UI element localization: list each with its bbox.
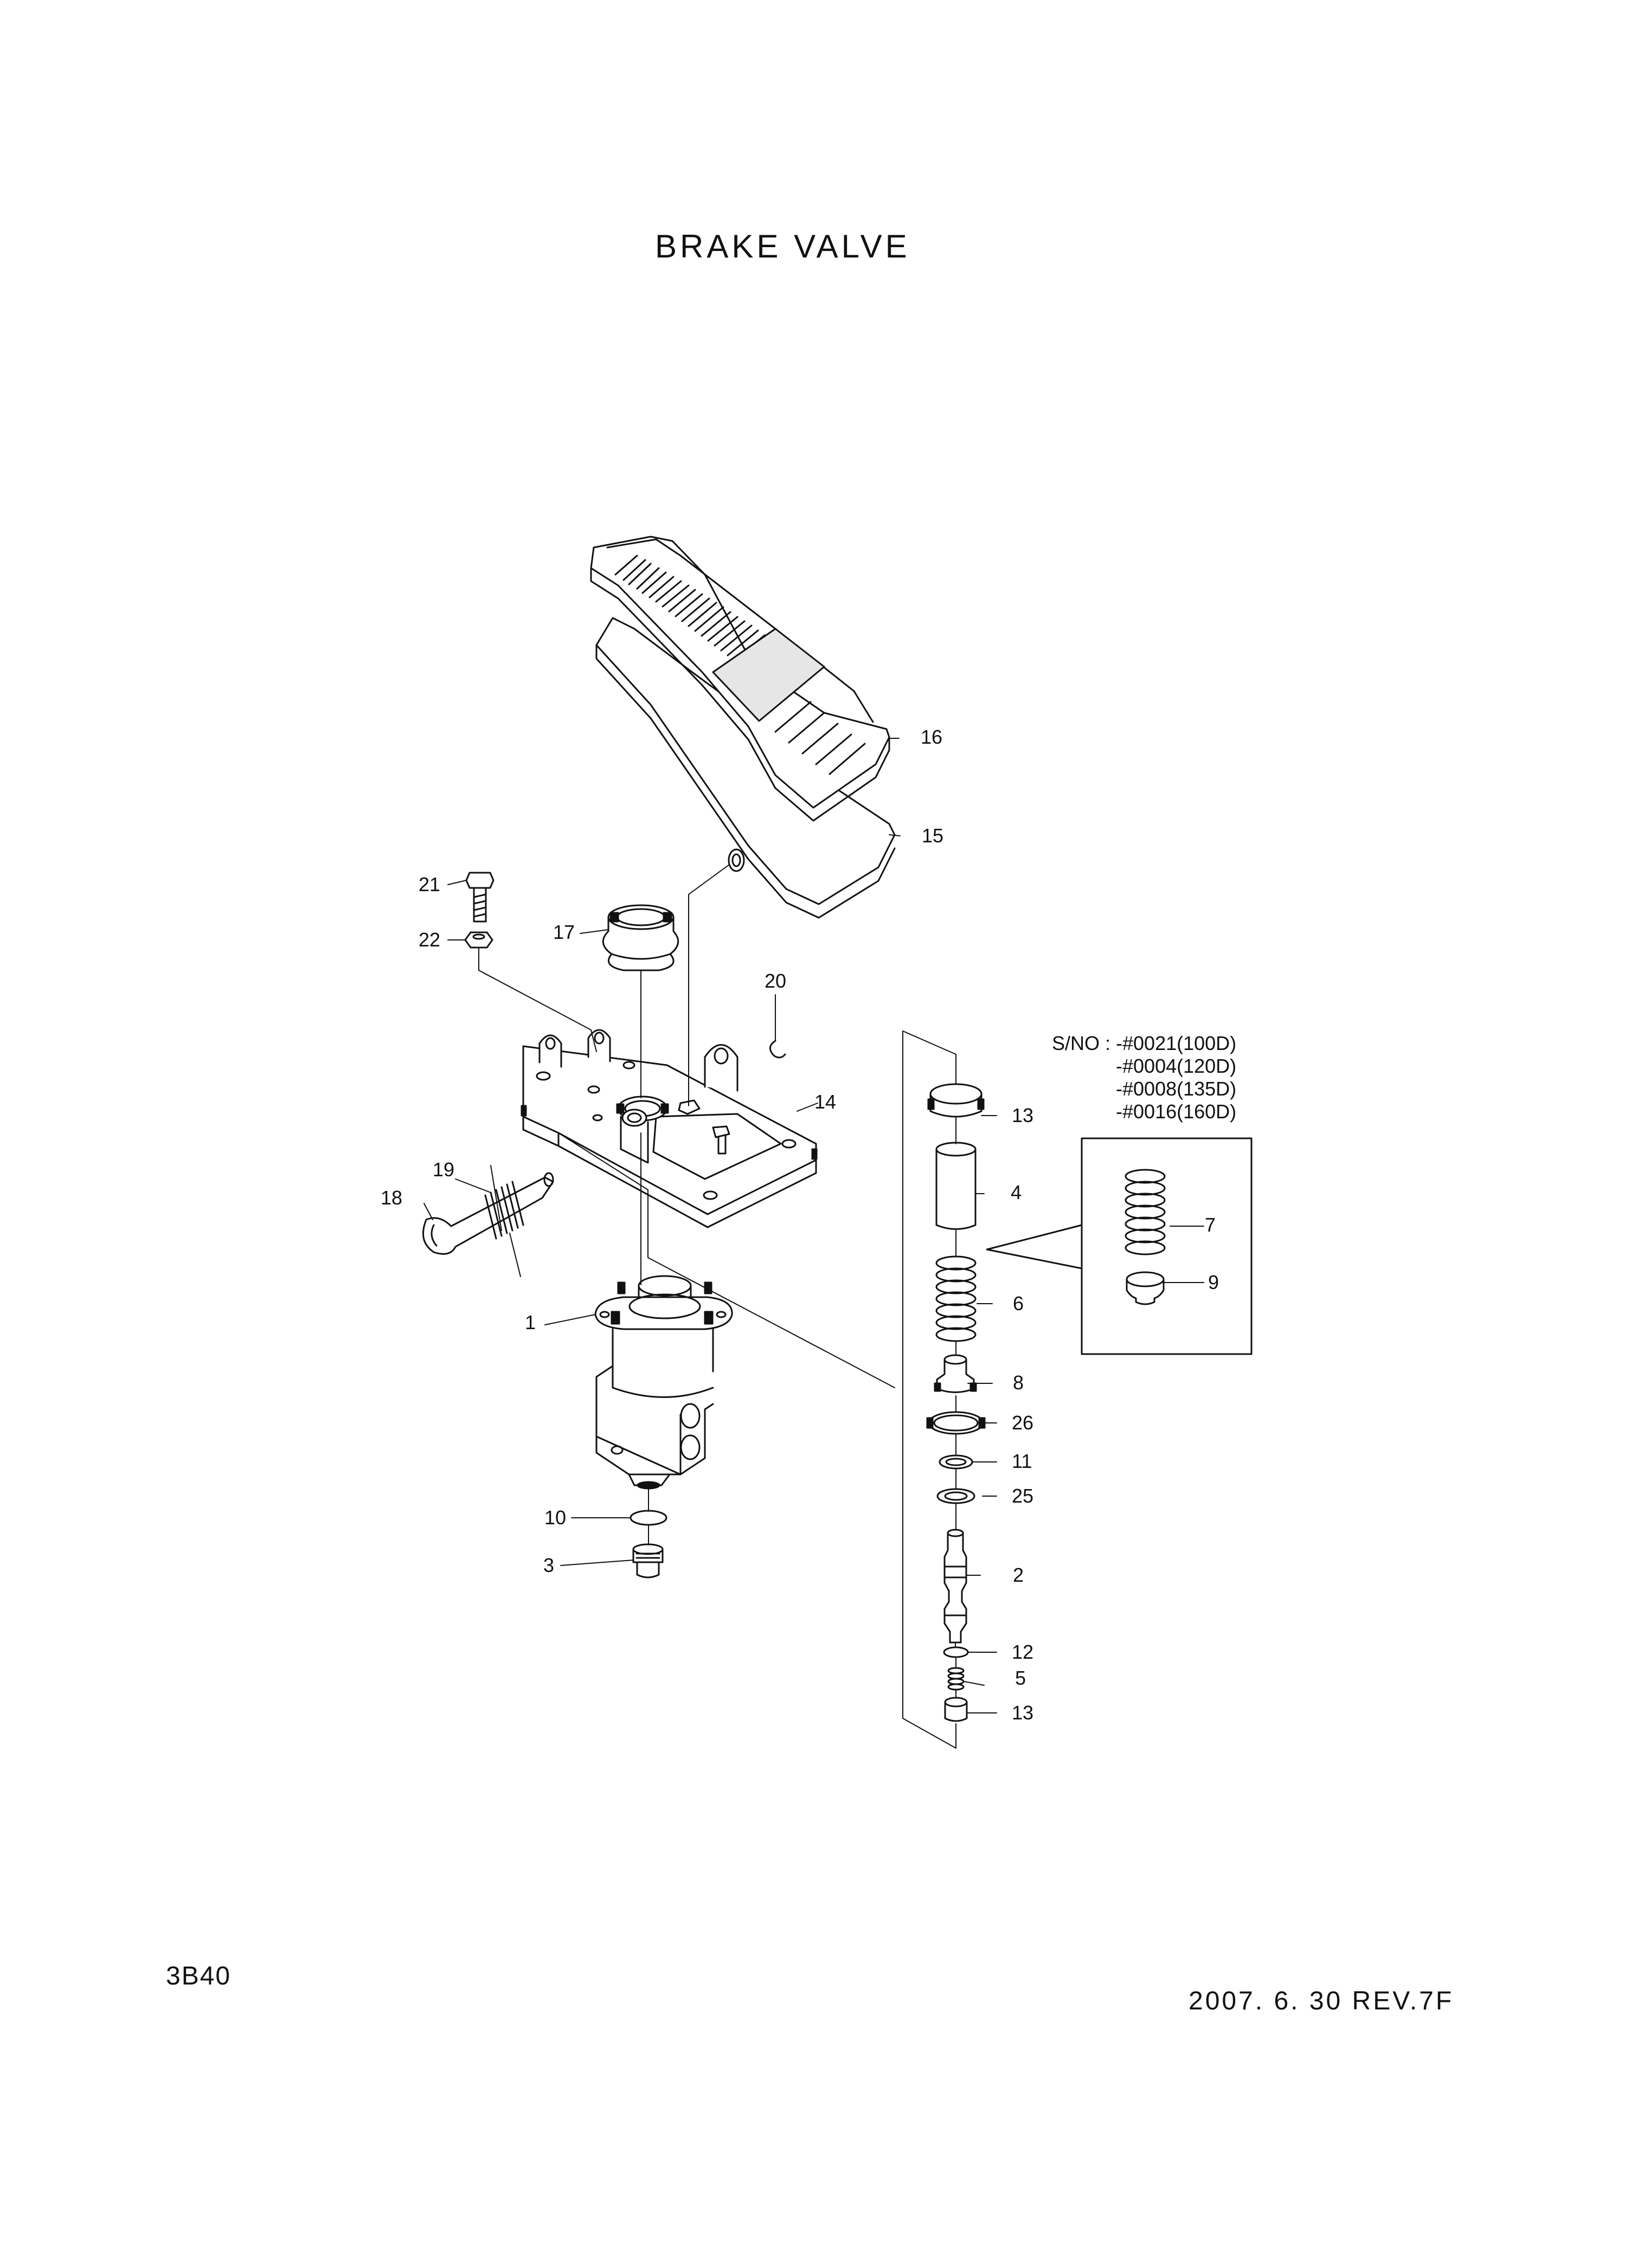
callout-label: 16 — [921, 726, 942, 748]
snap-ring-small — [943, 1646, 969, 1658]
callout-label: 19 — [433, 1158, 454, 1181]
callout-label: 1 — [525, 1311, 536, 1333]
torsion-spring — [484, 1165, 524, 1277]
page-title: BRAKE VALVE — [655, 228, 910, 265]
plug — [632, 1543, 664, 1578]
callout-label: 10 — [544, 1506, 566, 1529]
callout-label: 14 — [814, 1091, 836, 1113]
serial-variant-detail-box — [986, 1137, 1253, 1355]
assembly-lines — [478, 864, 956, 1749]
revision-date: 2007. 6. 30 REV.7F — [1189, 1987, 1454, 2015]
callout-label: 4 — [1011, 1181, 1022, 1203]
callout-label: 15 — [922, 824, 943, 847]
snap-ring — [769, 1040, 786, 1059]
callout-label: 3 — [543, 1554, 554, 1576]
serial-number-note: S/NO : -#0021(100D) -#0004(120D) -#0008(… — [1052, 1032, 1236, 1123]
callout-label: 7 — [1205, 1214, 1216, 1236]
o-ring — [630, 1510, 667, 1526]
pedal-cover — [590, 536, 890, 822]
serial-note-line: -#0016(160D) — [1116, 1100, 1237, 1123]
small-spring — [947, 1667, 965, 1691]
callout-label: 8 — [1013, 1371, 1024, 1394]
retaining-ring — [926, 1411, 986, 1435]
serial-note-line: -#0004(120D) — [1116, 1055, 1237, 1077]
mounting-base-plate — [521, 1029, 818, 1228]
part-callouts: 1 2 3 4 5 6 7 8 9 10 11 12 13 13 14 15 1… — [381, 726, 1219, 1724]
serial-note-line: -#0008(135D) — [1116, 1078, 1237, 1100]
return-spring — [935, 1255, 977, 1342]
spring-seat — [934, 1354, 977, 1393]
callout-label: 17 — [553, 921, 575, 943]
callout-label: 12 — [1012, 1641, 1033, 1663]
bolt — [465, 872, 495, 923]
leader-lines — [423, 738, 1204, 1713]
callout-label: 2 — [1013, 1564, 1024, 1586]
sleeve — [935, 1142, 977, 1230]
pedal-pivot-hole — [728, 848, 745, 872]
washer — [939, 1454, 973, 1470]
hex-nut — [464, 931, 493, 949]
seal-ring — [936, 1488, 975, 1504]
callout-label: 18 — [381, 1187, 402, 1209]
callout-label: 11 — [1012, 1450, 1032, 1472]
rubber-boot — [602, 904, 679, 971]
callout-label: 6 — [1013, 1292, 1024, 1315]
pivot-pin — [422, 1172, 554, 1255]
page-code: 3B40 — [166, 1962, 232, 1990]
serial-note-line: S/NO : -#0021(100D) — [1052, 1032, 1237, 1054]
callout-label: 13 — [1012, 1702, 1033, 1724]
bushing — [944, 1697, 968, 1722]
spool — [943, 1529, 967, 1644]
callout-label: 20 — [765, 970, 786, 992]
callout-label: 5 — [1015, 1667, 1026, 1689]
guide-ring — [927, 1083, 985, 1118]
callout-label: 21 — [419, 873, 440, 895]
callout-label: 26 — [1012, 1412, 1033, 1434]
callout-label: 25 — [1012, 1485, 1033, 1507]
callout-label: 22 — [419, 929, 440, 951]
callout-label: 13 — [1012, 1104, 1033, 1126]
callout-label: 9 — [1208, 1271, 1219, 1293]
pedal-body — [595, 617, 896, 919]
valve-body — [594, 1275, 733, 1490]
